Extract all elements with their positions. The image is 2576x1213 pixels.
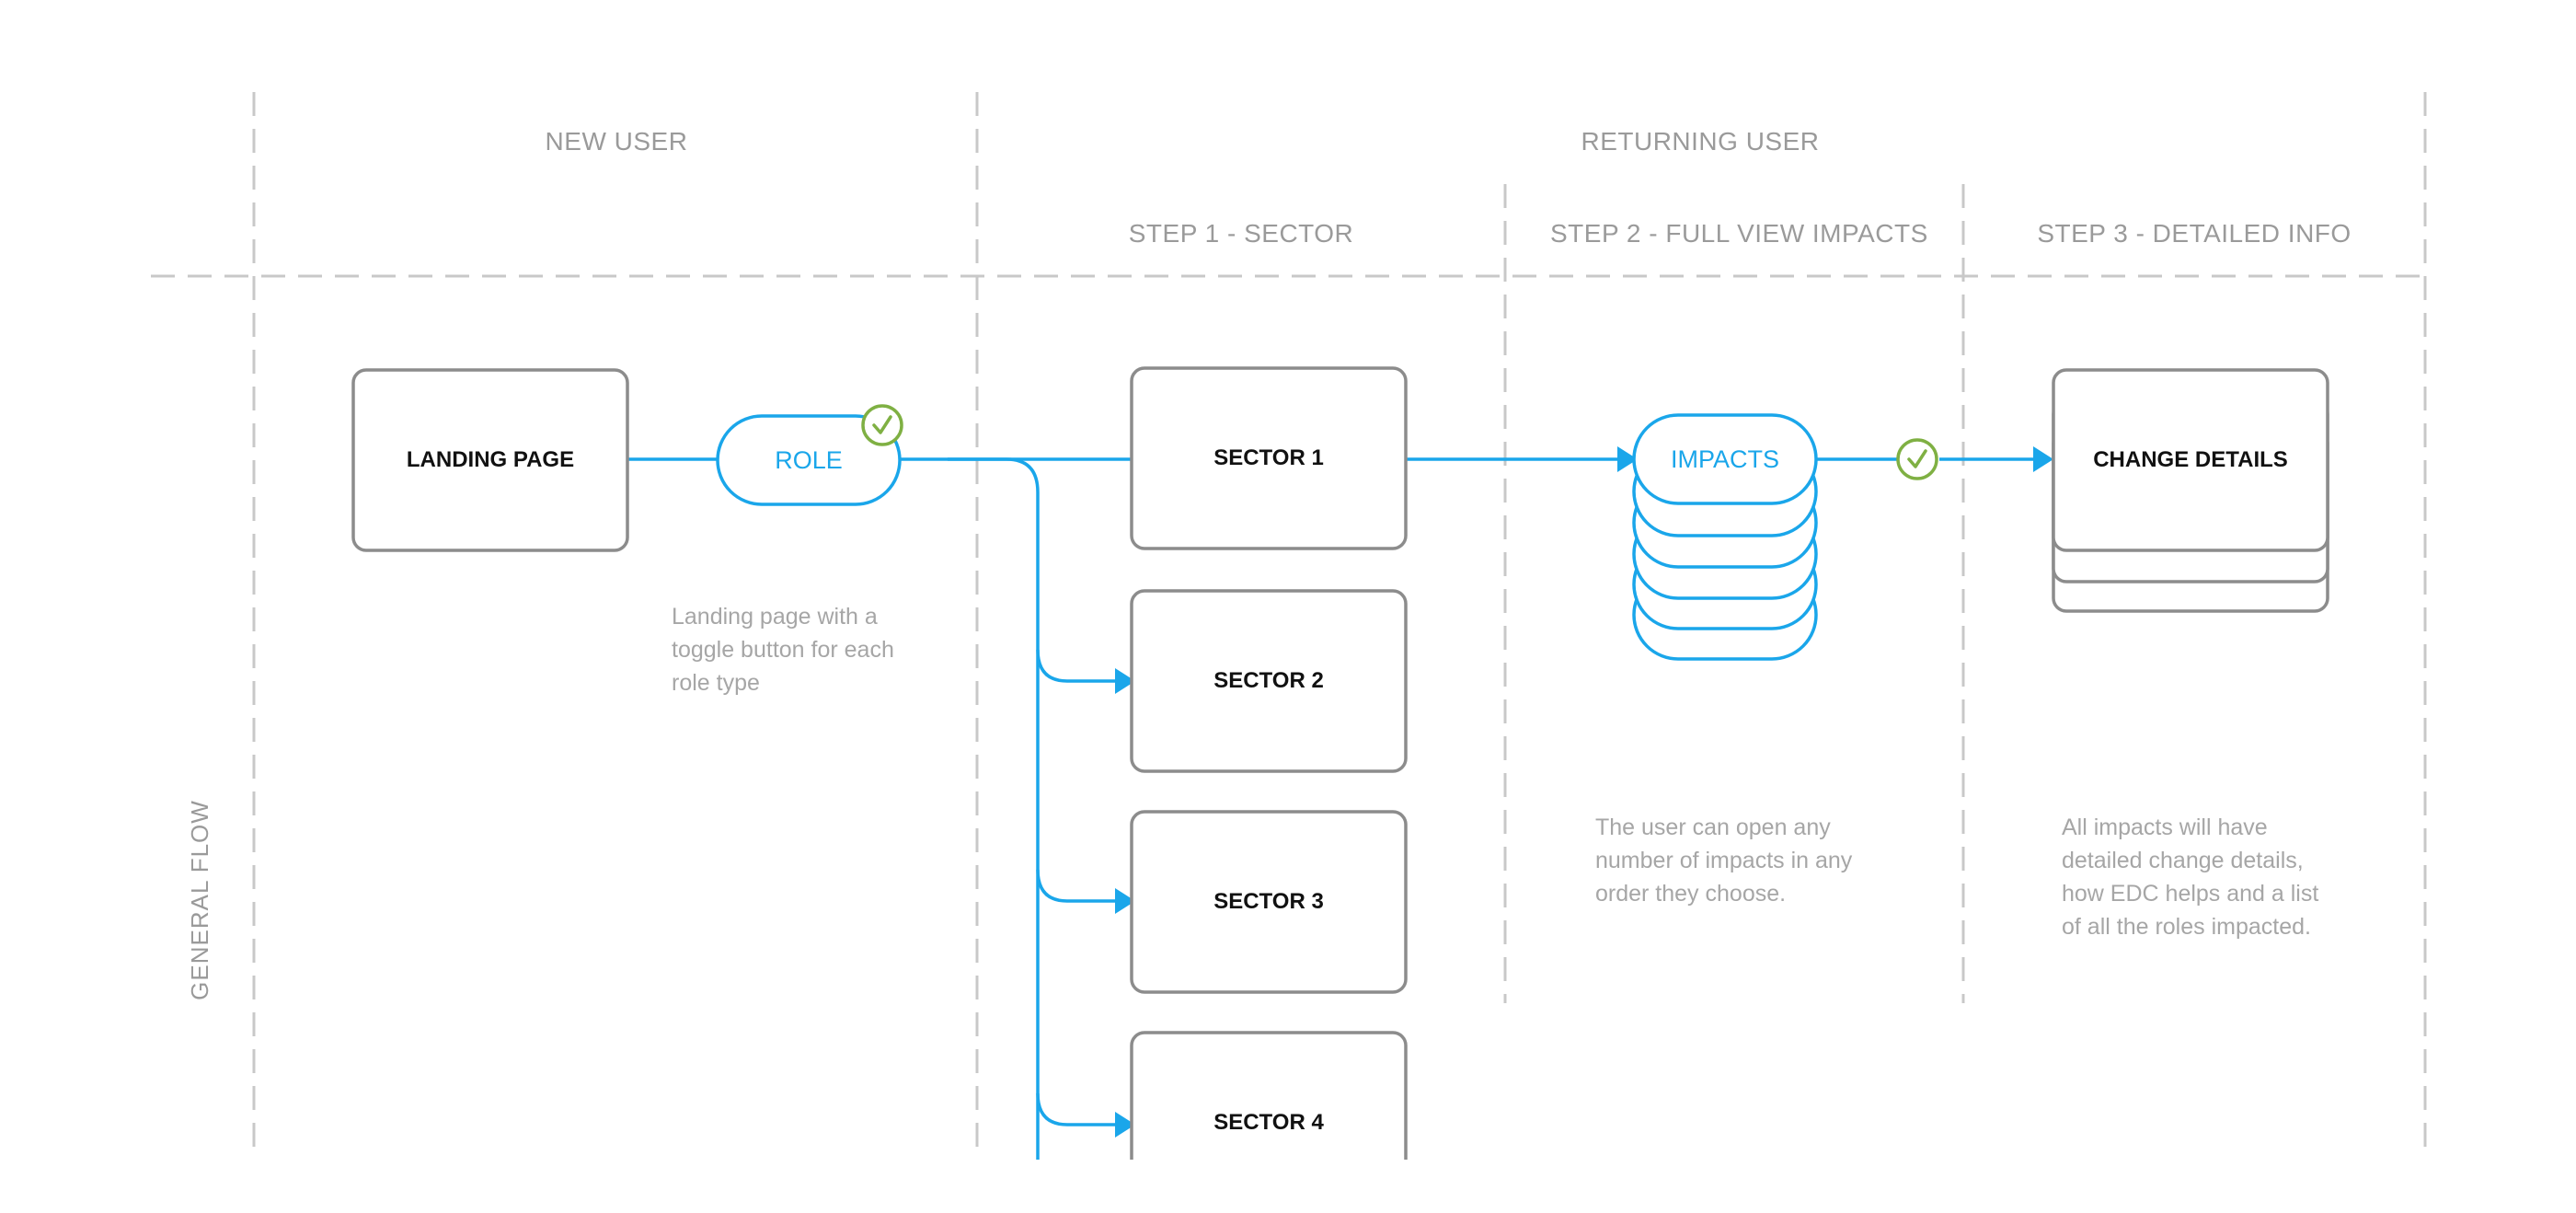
note-line: number of impacts in any — [1595, 848, 1853, 873]
header-returning-user: RETURNING USER — [1581, 127, 1820, 156]
sector-1-label: SECTOR 1 — [1213, 445, 1324, 470]
note-line: order they choose. — [1595, 881, 1787, 907]
role-check-icon — [861, 404, 903, 446]
note-line: role type — [672, 670, 760, 696]
impacts-stack[interactable] — [1632, 413, 1818, 661]
role-pill[interactable] — [716, 414, 902, 506]
flow-diagram: NEW USER RETURNING USER STEP 1 - SECTOR … — [151, 92, 2427, 1160]
note-line: The user can open any — [1595, 814, 1831, 840]
sector-3-label: SECTOR 3 — [1213, 889, 1324, 914]
arrow-sector4 — [1115, 1112, 1135, 1138]
note-role: Landing page with a toggle button for ea… — [672, 600, 894, 699]
connector-sector4 — [1036, 1092, 1115, 1126]
arrow-change-details — [2033, 446, 2053, 472]
connectors — [627, 457, 2035, 1160]
grid-lines — [151, 92, 2427, 1160]
change-details-stack[interactable] — [2052, 368, 2329, 613]
flow-diagram-canvas — [151, 92, 2427, 1160]
connector-sector2 — [1036, 649, 1115, 683]
note-line: detailed change details, — [2062, 848, 2304, 873]
header-new-user: NEW USER — [545, 127, 688, 156]
arrow-sector3 — [1115, 888, 1135, 914]
landing-page-box[interactable] — [351, 368, 629, 552]
change-details-label: CHANGE DETAILS — [2093, 447, 2288, 472]
note-line: Landing page with a — [672, 604, 878, 630]
header-step2: STEP 2 - FULL VIEW IMPACTS — [1550, 219, 1928, 248]
connector-branch — [948, 457, 1040, 1160]
note-line: how EDC helps and a list — [2062, 881, 2319, 907]
note-line: of all the roles impacted. — [2062, 914, 2311, 940]
note-impacts: The user can open any number of impacts … — [1595, 811, 1852, 910]
note-change-details: All impacts will have detailed change de… — [2062, 811, 2318, 943]
impacts-pill[interactable] — [1632, 413, 1818, 505]
sector-2-label: SECTOR 2 — [1213, 668, 1324, 693]
impacts-label: IMPACTS — [1670, 445, 1779, 473]
sector-4-label: SECTOR 4 — [1213, 1110, 1324, 1135]
sector-3-box[interactable] — [1130, 810, 1408, 994]
arrowheads — [1115, 446, 2053, 1138]
row-label-general-flow: GENERAL FLOW — [186, 800, 213, 1000]
flow-check-icon — [1896, 438, 1938, 480]
sector-4-box[interactable] — [1130, 1031, 1408, 1160]
header-step3: STEP 3 - DETAILED INFO — [2037, 219, 2352, 248]
header-step1: STEP 1 - SECTOR — [1128, 219, 1354, 248]
change-details-box[interactable] — [2052, 368, 2329, 552]
connector-sector3 — [1036, 869, 1115, 903]
sector-2-box[interactable] — [1130, 589, 1408, 773]
arrow-impacts — [1617, 446, 1638, 472]
note-line: All impacts will have — [2062, 814, 2268, 840]
sector-1-box[interactable] — [1130, 366, 1408, 550]
role-label: ROLE — [775, 445, 843, 474]
note-line: toggle button for each — [672, 637, 894, 663]
landing-page-label: LANDING PAGE — [406, 447, 575, 472]
arrow-sector2 — [1115, 668, 1135, 694]
